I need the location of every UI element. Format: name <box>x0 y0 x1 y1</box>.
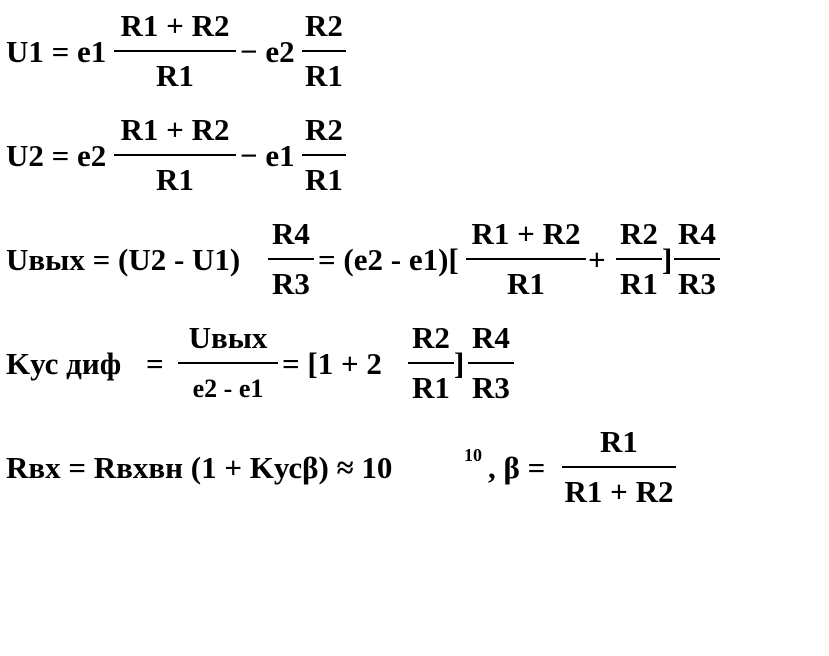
fraction-numerator: R1 <box>600 424 638 459</box>
fraction-denominator: R1 <box>305 162 343 197</box>
fraction-denominator: R1 <box>620 266 658 301</box>
fraction-numerator: R4 <box>272 216 310 251</box>
fraction-denominator: R1 <box>156 58 194 93</box>
fraction-denominator: R1 <box>507 266 545 301</box>
fraction-bar <box>466 258 586 260</box>
fraction-bar <box>468 362 514 364</box>
fraction-bar <box>268 258 314 260</box>
uvyh-mid: = (e2 - e1)[ <box>318 242 459 277</box>
kus-eq: = <box>146 346 164 381</box>
fraction-bar <box>302 50 346 52</box>
uvyh-close: ] <box>662 242 673 277</box>
rvx-lhs: Rвх = Rвхвн (1 + Kусβ) ≈ 10 <box>6 450 393 485</box>
fraction-numerator: R2 <box>305 8 343 43</box>
fraction-numerator: R4 <box>678 216 716 251</box>
rvx-mid: , β = <box>488 450 546 485</box>
fraction-denominator: R3 <box>678 266 716 301</box>
fraction-numerator: Uвых <box>188 320 268 355</box>
fraction-denominator: R3 <box>472 370 510 405</box>
fraction-denominator: R1 + R2 <box>564 474 674 509</box>
fraction-denominator: R1 <box>305 58 343 93</box>
fraction-numerator: R2 <box>305 112 343 147</box>
fraction-numerator: R2 <box>620 216 658 251</box>
kus-mid: = [1 + 2 <box>282 346 382 381</box>
uvyh-lhs: Uвых = (U2 - U1) <box>6 242 241 277</box>
uvyh-plus: + <box>588 242 606 277</box>
fraction-bar <box>616 258 662 260</box>
fraction-bar <box>562 466 676 468</box>
fraction-numerator: R2 <box>412 320 450 355</box>
u1-lhs: U1 = e1 <box>6 34 107 69</box>
u2-lhs: U2 = e2 <box>6 138 107 173</box>
fraction-bar <box>178 362 278 364</box>
rvx-exponent: 10 <box>464 445 482 465</box>
fraction-numerator: R1 + R2 <box>120 112 230 147</box>
fraction-numerator: R1 + R2 <box>120 8 230 43</box>
fraction-numerator: R4 <box>472 320 510 355</box>
fraction-bar <box>408 362 454 364</box>
fraction-bar <box>674 258 720 260</box>
kus-lhs: Kус диф <box>6 346 122 381</box>
fraction-denominator: R3 <box>272 266 310 301</box>
fraction-denominator: R1 <box>156 162 194 197</box>
fraction-bar <box>114 154 236 156</box>
fraction-bar <box>114 50 236 52</box>
kus-close: ] <box>454 346 465 381</box>
fraction-denominator: e2 - e1 <box>192 374 264 403</box>
u2-mid: − e1 <box>240 138 295 173</box>
u1-mid: − e2 <box>240 34 295 69</box>
fraction-bar <box>302 154 346 156</box>
fraction-numerator: R1 + R2 <box>471 216 581 251</box>
fraction-denominator: R1 <box>412 370 450 405</box>
